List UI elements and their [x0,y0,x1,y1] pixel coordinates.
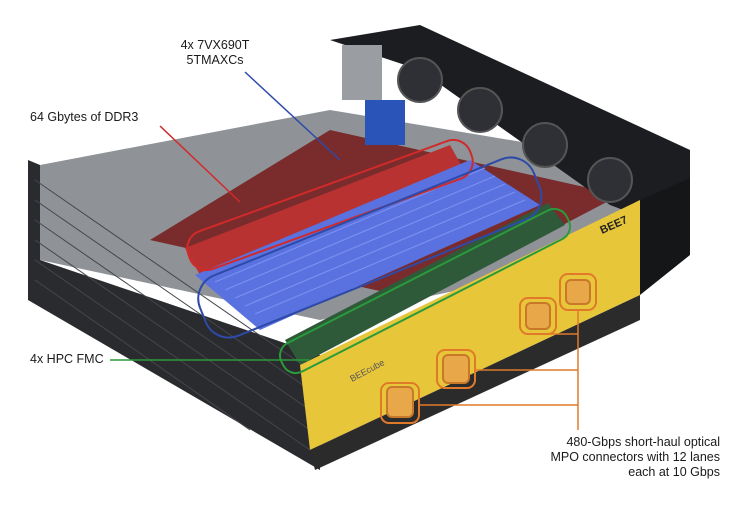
fpga-outline [197,156,543,339]
fpga-leader-line [244,71,341,161]
fmc-outline [279,207,571,375]
mpo-outline [436,349,476,389]
blue-module [365,100,405,145]
mpo-connector [442,354,470,384]
mpo-annotation-line: 480-Gbps short-haul optical [566,435,720,449]
fpga-annotation-line: 4x 7VX690T [180,38,250,52]
mpo-connector [525,302,551,330]
ddr3-memory [185,145,465,275]
power-supply [342,45,382,100]
mpo-annotation-line: each at 10 Gbps [628,465,720,479]
mpo-connector [386,386,414,418]
chassis-left-side [28,160,320,470]
fan [587,157,633,203]
fpga-heatsink [195,160,540,330]
fan [522,122,568,168]
fpga-annotation-line: 5TMAXCs [186,53,244,67]
ddr3-annotation: 64 Gbytes of DDR3 [30,110,139,124]
hpc-fmc-connectors [285,203,565,365]
ddr-leader-line [159,125,241,203]
mpo-annotation-line: MPO connectors with 12 lanes [550,450,720,464]
mpo-connector [565,279,591,305]
fan [397,57,443,103]
fan [457,87,503,133]
fpga-annotation: 4x 7VX690T 5TMAXCs [150,38,280,68]
fmc-annotation: 4x HPC FMC [30,352,104,366]
mpo-annotation: 480-Gbps short-haul optical MPO connecto… [430,435,720,480]
ddr3-outline [186,138,474,272]
mpo-outline [380,382,420,424]
vent-pattern [34,179,311,451]
front-panel [300,200,640,450]
rack-ear [640,178,690,295]
mpo-leader-lines [419,310,579,430]
